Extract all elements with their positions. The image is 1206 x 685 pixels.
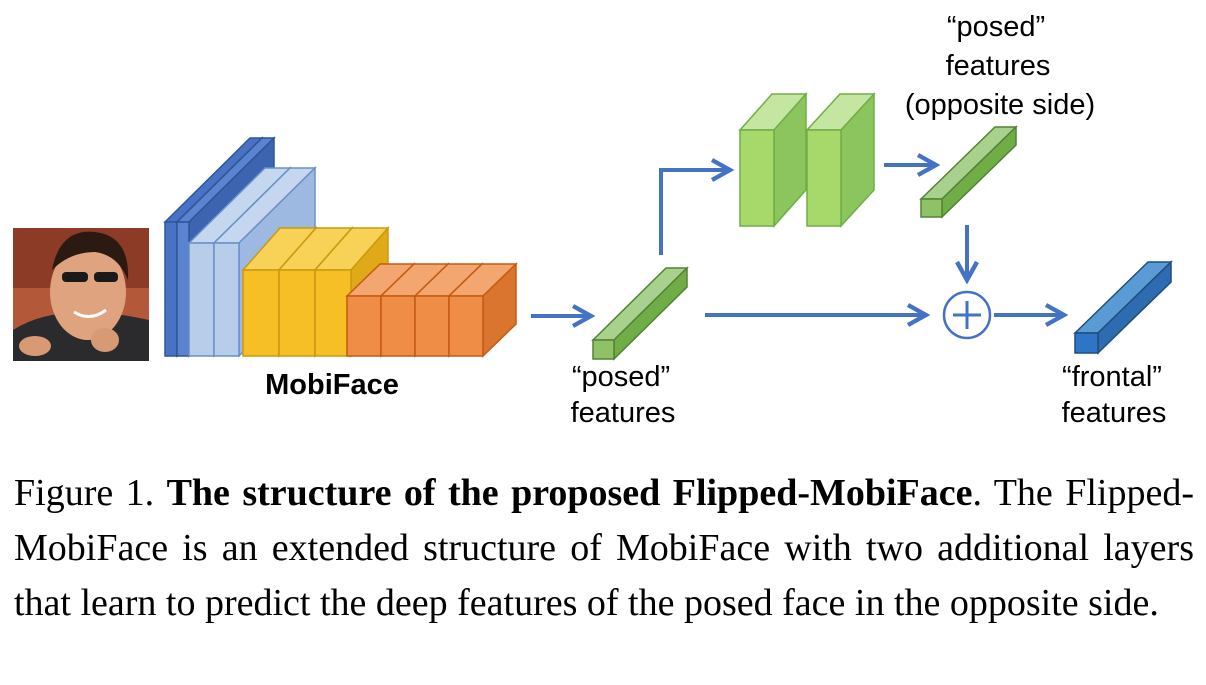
frontal-feature-vector [1073, 260, 1173, 355]
opposite-features-label-line1: “posed” [947, 11, 1045, 43]
posed-feature-vector [591, 266, 689, 361]
mobiface-layers [163, 136, 518, 358]
frontal-features-label-line2: features [1062, 397, 1167, 429]
sum-node [942, 290, 992, 340]
flip-layer-2 [805, 92, 876, 228]
opposite-feature-vector [919, 125, 1018, 219]
flipped-mobiface-diagram: MobiFace “posed” features “posed” featur… [13, 11, 1173, 429]
mobiface-label: MobiFace [265, 369, 399, 401]
layer-orange-4 [447, 262, 518, 358]
figure-number: Figure 1. [14, 472, 155, 514]
posed-features-label-line2: features [571, 397, 676, 429]
opposite-features-label-line3: (opposite side) [905, 89, 1095, 121]
figure-title: The structure of the proposed Flipped-Mo… [166, 472, 973, 514]
figure-description: . The Flipped-MobiFace is an extended st… [14, 472, 1194, 624]
arrow-to-flip-layers [659, 170, 730, 255]
figure-caption: Figure 1. The structure of the proposed … [14, 466, 1194, 631]
opposite-features-label-line2: features [946, 50, 1051, 82]
face-photo [13, 228, 149, 361]
frontal-features-label-line1: “frontal” [1062, 361, 1162, 393]
flip-layer-1 [738, 92, 808, 228]
posed-features-label-line1: “posed” [572, 361, 670, 393]
